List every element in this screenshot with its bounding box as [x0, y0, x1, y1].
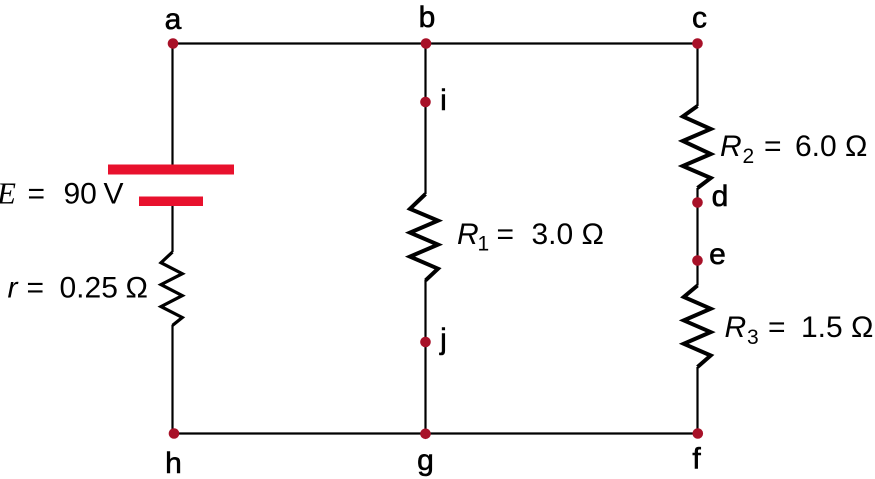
svg-text:3: 3 [747, 326, 759, 349]
svg-text:3.0 Ω: 3.0 Ω [532, 218, 604, 251]
svg-text:j: j [439, 323, 447, 356]
svg-text:1.5 Ω: 1.5 Ω [801, 311, 873, 344]
svg-text:V: V [104, 178, 124, 211]
svg-text:0.25: 0.25 [60, 271, 118, 304]
svg-text:1: 1 [478, 233, 490, 256]
svg-text:6.0 Ω: 6.0 Ω [795, 130, 867, 163]
svg-text:f: f [692, 443, 701, 476]
svg-text:R: R [725, 311, 747, 344]
svg-text:d: d [712, 180, 729, 213]
svg-text:E: E [0, 176, 16, 211]
svg-text:=: = [28, 178, 46, 211]
svg-text:2: 2 [743, 145, 755, 168]
svg-text:r: r [8, 271, 19, 304]
svg-text:e: e [709, 238, 726, 271]
svg-text:=: = [764, 130, 782, 163]
svg-text:R: R [457, 218, 479, 251]
svg-text:90: 90 [64, 178, 97, 211]
svg-text:i: i [440, 84, 447, 117]
svg-text:Ω: Ω [126, 271, 148, 304]
svg-text:=: = [497, 218, 515, 251]
svg-text:R: R [720, 130, 742, 163]
svg-text:g: g [417, 444, 434, 477]
svg-text:b: b [419, 1, 436, 34]
svg-text:=: = [768, 311, 786, 344]
svg-text:=: = [27, 271, 45, 304]
svg-text:h: h [165, 447, 182, 479]
svg-text:a: a [165, 3, 182, 36]
svg-text:c: c [692, 2, 707, 35]
